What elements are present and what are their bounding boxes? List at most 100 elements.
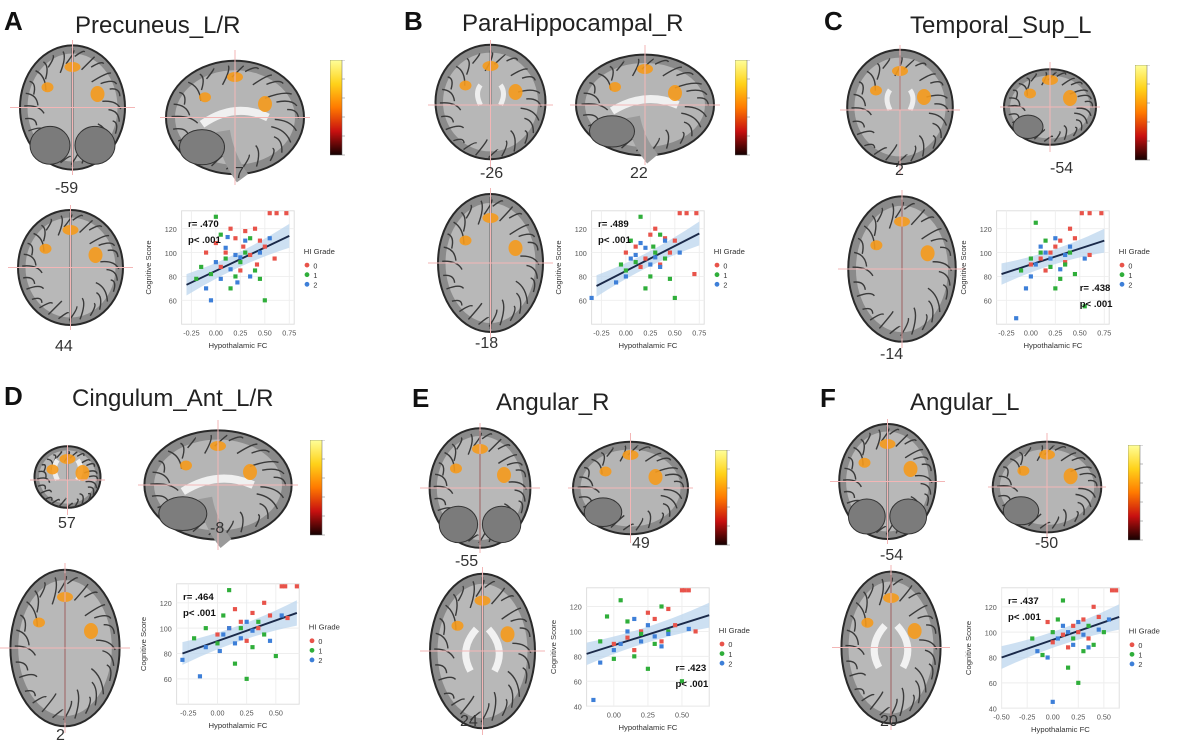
data-point xyxy=(244,619,249,624)
data-point xyxy=(693,629,698,634)
panel-letter: B xyxy=(404,6,423,36)
x-tick-label: 0.00 xyxy=(607,710,621,719)
x-tick-label: -0.50 xyxy=(993,712,1009,721)
data-point xyxy=(611,641,616,646)
correlation-r: r= .438 xyxy=(1080,283,1111,294)
data-point xyxy=(1096,614,1101,620)
data-point xyxy=(618,262,624,267)
data-point xyxy=(262,298,267,303)
x-tick-label: 0.00 xyxy=(210,708,224,717)
data-point xyxy=(203,286,209,291)
data-point xyxy=(285,615,290,621)
data-point xyxy=(215,641,220,646)
brain-slice-image xyxy=(988,433,1106,541)
data-point xyxy=(625,635,630,640)
data-point xyxy=(1028,262,1033,267)
data-point xyxy=(283,584,288,589)
legend-marker xyxy=(309,647,315,653)
x-tick-label: 0.00 xyxy=(1046,712,1060,721)
plot-area xyxy=(591,210,705,325)
brain-slice-image xyxy=(8,205,133,330)
panel-letter: A xyxy=(4,6,23,36)
legend-label: 1 xyxy=(728,650,732,659)
data-point xyxy=(232,607,238,612)
data-point xyxy=(250,628,255,633)
data-point xyxy=(1045,655,1050,660)
data-point xyxy=(218,264,223,269)
data-point xyxy=(589,295,594,301)
data-point xyxy=(257,276,263,281)
brain-slice-image xyxy=(420,567,545,735)
legend-marker xyxy=(714,272,720,278)
data-point xyxy=(1018,268,1024,273)
x-tick-label: -0.25 xyxy=(183,328,199,337)
data-point xyxy=(618,598,623,603)
legend-label: 0 xyxy=(728,640,732,649)
y-tick-label: 80 xyxy=(164,650,172,659)
data-point xyxy=(1028,256,1033,261)
data-point xyxy=(659,639,664,644)
data-point xyxy=(677,250,682,255)
y-tick-label: 120 xyxy=(985,603,997,612)
data-point xyxy=(1109,588,1115,593)
brain-slice-image xyxy=(568,433,693,543)
data-point xyxy=(1065,645,1071,650)
x-tick-label: 0.50 xyxy=(668,328,682,337)
data-point xyxy=(686,588,691,593)
data-point xyxy=(1071,623,1076,628)
legend-marker xyxy=(309,657,315,663)
y-tick-label: 100 xyxy=(160,624,172,633)
legend-label: 1 xyxy=(318,647,322,656)
data-point xyxy=(667,250,673,255)
data-point xyxy=(1055,617,1060,622)
correlation-r: r= .489 xyxy=(598,219,629,230)
data-point xyxy=(638,240,643,246)
data-point xyxy=(591,697,596,703)
data-point xyxy=(250,610,255,616)
data-point xyxy=(1082,256,1087,261)
panel-letter: F xyxy=(820,383,836,413)
panel-title: Temporal_Sup_L xyxy=(910,12,1092,39)
legend-title: HI Grade xyxy=(1129,627,1160,636)
color-scale-bar xyxy=(715,450,730,546)
slice-coordinate: 2 xyxy=(895,162,904,179)
data-point xyxy=(1082,304,1087,309)
brain-slice-image xyxy=(830,419,945,544)
panel-title: Cingulum_Ant_L/R xyxy=(72,385,274,412)
legend-label: 2 xyxy=(1138,660,1142,669)
data-point xyxy=(645,623,650,628)
data-point xyxy=(1065,630,1071,635)
data-point xyxy=(1091,604,1096,609)
data-point xyxy=(633,252,638,258)
data-point xyxy=(1058,276,1063,281)
brain-slice-image xyxy=(428,188,553,338)
data-point xyxy=(598,639,603,644)
slice-coordinate: -14 xyxy=(880,346,904,363)
legend-label: 0 xyxy=(318,637,322,646)
data-point xyxy=(648,262,653,267)
data-point xyxy=(218,232,223,237)
data-point xyxy=(633,244,638,249)
data-point xyxy=(1050,640,1055,645)
x-axis-label: Hypothalamic FC xyxy=(618,723,677,732)
data-point xyxy=(1014,316,1019,321)
data-point xyxy=(662,236,668,241)
y-axis-label: Cognitive Score xyxy=(139,617,148,671)
y-axis-label: Cognitive Score xyxy=(964,621,973,675)
data-point xyxy=(628,256,633,261)
data-point xyxy=(639,631,644,636)
y-tick-label: 120 xyxy=(575,225,587,234)
regression-line xyxy=(1001,239,1105,275)
x-tick-label: 0.25 xyxy=(1048,328,1062,337)
regression-line xyxy=(186,235,290,286)
data-point xyxy=(1081,632,1086,637)
y-tick-label: 120 xyxy=(160,599,172,608)
data-point xyxy=(238,626,243,631)
x-tick-label: 0.50 xyxy=(1097,712,1111,721)
legend-title: HI Grade xyxy=(309,623,340,632)
data-point xyxy=(666,631,671,636)
data-point xyxy=(1101,630,1106,635)
panel-letter: C xyxy=(824,6,843,36)
